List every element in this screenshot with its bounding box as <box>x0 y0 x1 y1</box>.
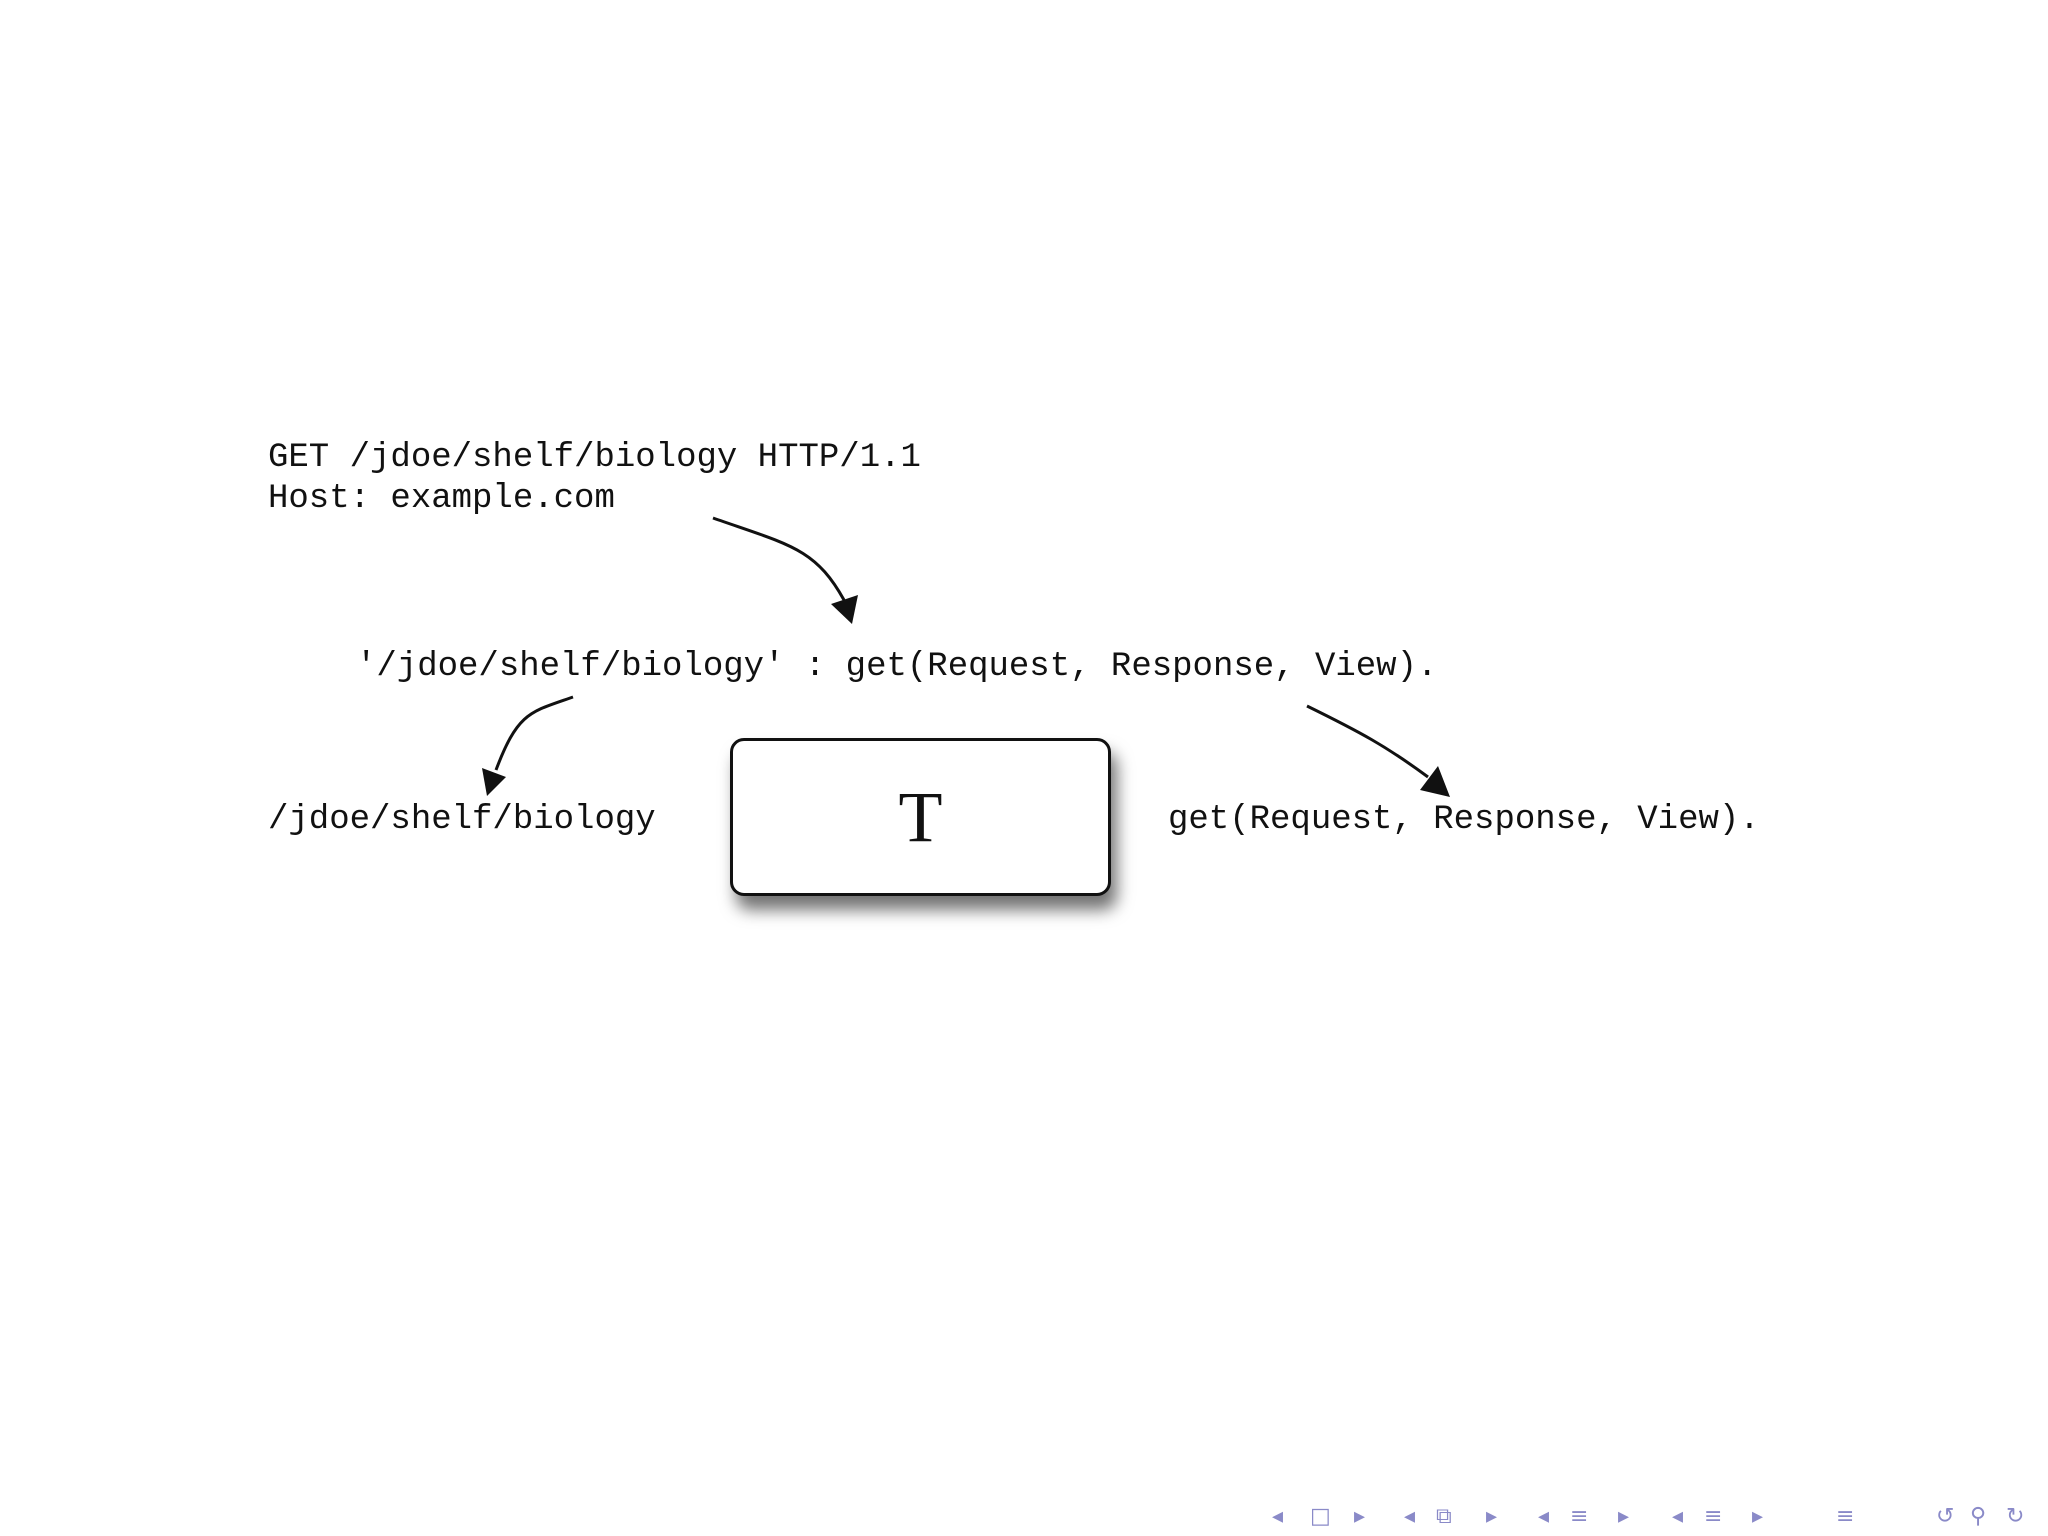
http-request-line: GET /jdoe/shelf/biology HTTP/1.1 <box>268 439 921 477</box>
frame-icon[interactable]: □ <box>1310 1504 1331 1529</box>
arrow-rule-to-path <box>482 695 574 796</box>
goal-term: get(Request, Response, View). <box>1168 801 1760 839</box>
forward-icon[interactable]: ↻ <box>2006 1504 2025 1529</box>
section-icon[interactable]: ≡ <box>1704 1504 1723 1529</box>
back-icon[interactable]: ↺ <box>1936 1504 1955 1529</box>
prev-arrow-icon[interactable]: ◂ <box>1672 1504 1684 1529</box>
prev-arrow-icon[interactable]: ◂ <box>1538 1504 1550 1529</box>
subsection-icon[interactable]: ⧉ <box>1436 1504 1452 1529</box>
translation-box-label: T <box>898 776 943 857</box>
next-arrow-icon[interactable]: ▸ <box>1486 1504 1498 1529</box>
next-arrow-icon[interactable]: ▸ <box>1752 1504 1764 1529</box>
align-icon[interactable]: ≡ <box>1836 1504 1855 1529</box>
prev-arrow-icon[interactable]: ◂ <box>1272 1504 1284 1529</box>
prev-arrow-icon[interactable]: ◂ <box>1404 1504 1416 1529</box>
next-arrow-icon[interactable]: ▸ <box>1354 1504 1366 1529</box>
http-host-line: Host: example.com <box>268 480 615 518</box>
arrow-rule-to-goal <box>1306 704 1450 797</box>
route-rule: '/jdoe/shelf/biology' : get(Request, Res… <box>356 648 1438 686</box>
next-arrow-icon[interactable]: ▸ <box>1618 1504 1630 1529</box>
section-icon[interactable]: ≡ <box>1570 1504 1589 1529</box>
arrow-request-to-rule <box>712 516 858 624</box>
request-path: /jdoe/shelf/biology <box>268 801 656 839</box>
translation-box: T <box>730 738 1111 896</box>
beamer-navigation: ◂ □ ▸ ◂ ⧉ ▸ ◂ ≡ ▸ ◂ ≡ ▸ ≡ ↺ ⚲ ↻ <box>1268 1504 2048 1536</box>
search-icon[interactable]: ⚲ <box>1970 1504 1987 1529</box>
